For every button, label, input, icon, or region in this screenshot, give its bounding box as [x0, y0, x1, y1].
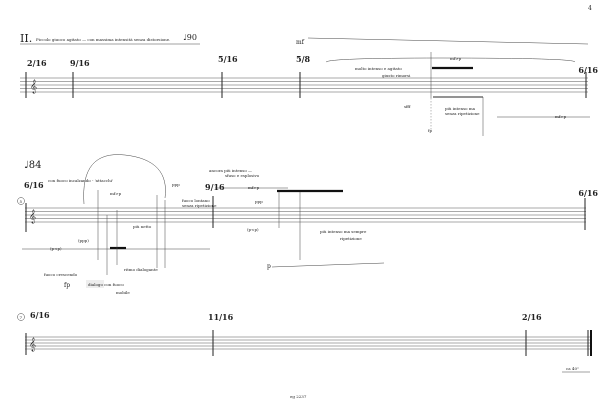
annotation: fp	[428, 128, 432, 133]
annotation: molto intenso e agitato	[355, 66, 402, 71]
duration-marking: ca 40''	[566, 366, 579, 371]
rehearsal-circle-icon	[17, 313, 25, 321]
annotation: (p<p)	[247, 227, 259, 232]
treble-clef-icon: 𝄞	[29, 337, 36, 351]
annotation: ripetizione	[340, 236, 362, 241]
annotation: fuoco lontano	[182, 198, 210, 203]
annotation: con fuoco incalzando - 'attacchi'	[48, 178, 113, 183]
system-3: 7 𝄞 6/16 11/16 2/16 ca 40''	[17, 310, 592, 373]
highlight-box	[86, 280, 104, 288]
annotation: ritmo dialogante	[124, 267, 158, 272]
end-time-signature: 6/16	[578, 65, 598, 75]
rehearsal-number: 7	[20, 315, 23, 320]
time-signature: 6/16	[30, 310, 50, 320]
rehearsal-circle-icon	[17, 197, 25, 205]
annotation: mf>p	[555, 114, 567, 119]
page-number: 4	[588, 5, 592, 12]
movement-header: II. Piccolo giuoco agitato — con massima…	[20, 32, 200, 45]
annotation: mf>p	[110, 191, 122, 196]
staff-lines	[25, 207, 586, 223]
rehearsal-number: 5	[20, 199, 23, 204]
time-signature: 6/16	[24, 180, 44, 190]
annotation: ppp	[172, 182, 180, 187]
annotation: sfff	[404, 104, 411, 109]
time-signature: 9/16	[205, 182, 225, 192]
time-signature: 2/16	[27, 58, 47, 68]
annotation: p	[267, 263, 271, 270]
catalogue-number: eg 2237	[290, 394, 307, 399]
staff-lines	[20, 77, 588, 93]
annotation: mf>p	[248, 185, 260, 190]
annotation: (ppp)	[78, 238, 89, 243]
time-signature: 5/8	[296, 54, 310, 64]
annotation: mf>p	[450, 56, 462, 61]
movement-number: II.	[20, 32, 32, 45]
time-signature: 2/16	[522, 312, 542, 322]
time-signature: 5/16	[218, 54, 238, 64]
annotation: fuoco crescendo	[44, 272, 78, 277]
annotation: senza ripetizione	[445, 111, 480, 116]
movement-title: Piccolo giuoco agitato — con massima int…	[36, 37, 170, 42]
time-signature: 9/16	[70, 58, 90, 68]
annotation: sfuso e esplosivo	[225, 173, 260, 178]
annotation: ancora più intenso —	[209, 168, 252, 173]
time-signature: 11/16	[208, 312, 234, 322]
dynamic-mark: mf	[296, 39, 305, 46]
system-1: 𝄞 2/16 9/16 5/16 5/8 6/16 mf mf>p molto …	[20, 37, 598, 136]
tempo-marking: ♩84	[24, 160, 41, 171]
annotation: senza ripetizione	[182, 203, 217, 208]
end-time-signature: 6/16	[578, 188, 598, 198]
annotation: mobile	[116, 290, 130, 295]
tempo-marking: ♩90	[183, 33, 197, 42]
treble-clef-icon: 𝄞	[30, 79, 37, 93]
annotation: giusto rimorsi	[382, 73, 411, 78]
annotation: (p<p)	[50, 246, 62, 251]
annotation: più netto	[133, 224, 152, 229]
system-2: ♩84 5 𝄞 6/16 9/16 6/16 con fuoco incalza…	[17, 154, 598, 295]
annotation: più intenso ma	[445, 106, 476, 111]
annotation: dialogo con fuoco	[88, 282, 124, 287]
staff-lines	[25, 336, 590, 350]
treble-clef-icon: 𝄞	[29, 209, 36, 223]
annotation: fp	[64, 282, 70, 289]
annotation: più intenso ma sempre	[320, 229, 367, 234]
annotation: ppp	[255, 199, 263, 204]
